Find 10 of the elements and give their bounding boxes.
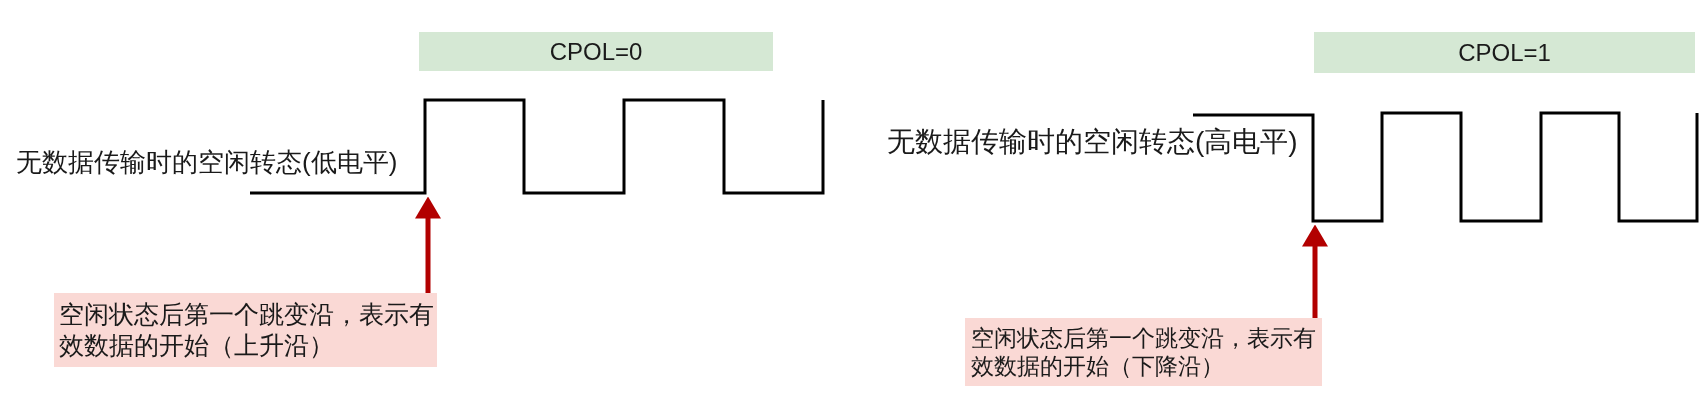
clock-waveform: [1193, 111, 1699, 223]
idle-state-label: 无数据传输时的空闲转态(高电平): [887, 125, 1298, 159]
callout-note: 空闲状态后第一个跳变沿，表示有效数据的开始（下降沿）: [965, 318, 1322, 386]
idle-state-label: 无数据传输时的空闲转态(低电平): [16, 147, 398, 179]
mode-banner: CPOL=1: [1314, 32, 1695, 73]
arrow: [1302, 224, 1328, 318]
clock-waveform: [250, 98, 825, 195]
mode-banner: CPOL=0: [419, 32, 773, 71]
callout-note: 空闲状态后第一个跳变沿，表示有效数据的开始（上升沿）: [54, 293, 437, 367]
arrow: [415, 196, 441, 293]
